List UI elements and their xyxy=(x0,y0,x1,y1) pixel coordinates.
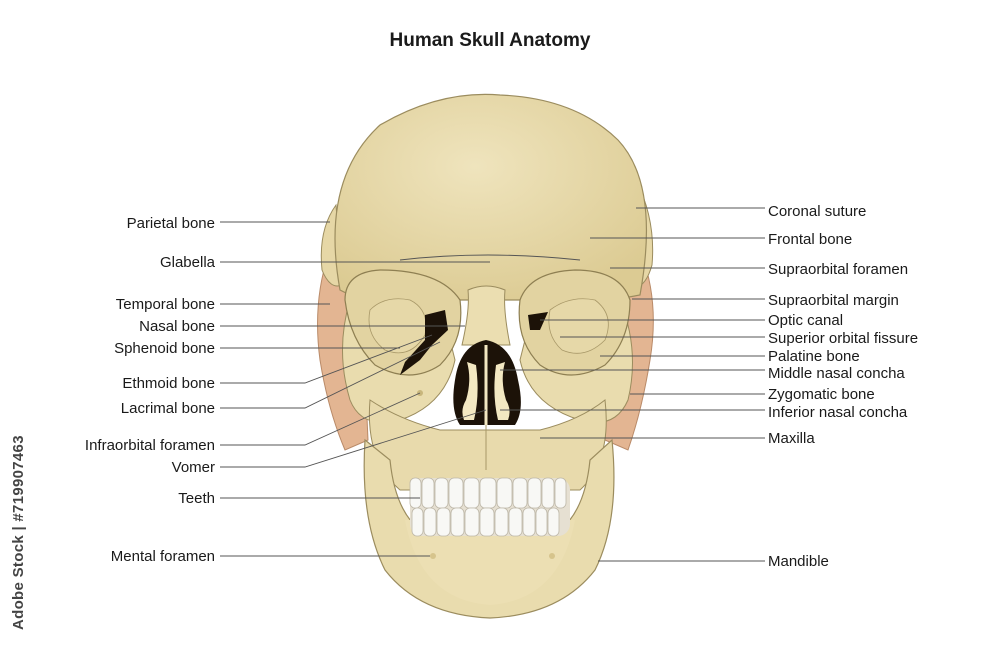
upper-tooth xyxy=(409,477,422,509)
mental-foramen-dot-left xyxy=(430,553,436,559)
label-superior-orbital-fissure: Superior orbital fissure xyxy=(768,330,918,347)
lower-tooth xyxy=(494,507,509,537)
skull-illustration xyxy=(317,93,654,619)
label-mental-foramen: Mental foramen xyxy=(111,548,215,565)
label-glabella: Glabella xyxy=(160,254,216,271)
label-coronal-suture: Coronal suture xyxy=(768,203,866,220)
orbital-fissure-right xyxy=(528,312,548,330)
label-nasal-bone: Nasal bone xyxy=(139,318,215,335)
leader-lines xyxy=(220,207,765,562)
upper-tooth xyxy=(541,477,555,509)
labels-left: Parietal bone Glabella Temporal bone Nas… xyxy=(85,215,216,565)
concha-right xyxy=(494,362,510,420)
label-maxilla: Maxilla xyxy=(768,430,815,447)
lower-tooth xyxy=(423,507,437,537)
lower-tooth xyxy=(450,507,465,537)
teeth-group xyxy=(409,477,570,537)
glabella-ridge xyxy=(399,254,581,261)
upper-tooth xyxy=(448,477,464,509)
label-zygomatic-bone: Zygomatic bone xyxy=(768,386,875,403)
lower-tooth xyxy=(535,507,548,537)
mental-foramen-dot-right xyxy=(549,553,555,559)
chin-shape xyxy=(405,520,575,605)
label-inferior-nasal-concha: Inferior nasal concha xyxy=(768,404,908,421)
label-parietal-bone: Parietal bone xyxy=(127,215,215,232)
upper-tooth xyxy=(463,477,480,509)
label-supraorbital-margin: Supraorbital margin xyxy=(768,292,899,309)
label-middle-nasal-concha: Middle nasal concha xyxy=(768,365,905,382)
upper-tooth xyxy=(421,477,435,509)
lower-tooth xyxy=(508,507,523,537)
label-optic-canal: Optic canal xyxy=(768,312,843,329)
lower-tooth xyxy=(522,507,536,537)
upper-tooth xyxy=(512,477,528,509)
leader-infraorbital xyxy=(220,392,421,446)
label-infraorbital-foramen: Infraorbital foramen xyxy=(85,437,215,454)
label-vomer: Vomer xyxy=(172,459,215,476)
lower-tooth xyxy=(436,507,451,537)
cranium-shape xyxy=(334,93,648,301)
lower-tooth xyxy=(411,507,424,537)
label-supraorbital-foramen: Supraorbital foramen xyxy=(768,261,908,278)
label-lacrimal-bone: Lacrimal bone xyxy=(121,400,215,417)
orbit-right-inner xyxy=(548,298,609,354)
label-teeth: Teeth xyxy=(178,490,215,507)
label-mandible: Mandible xyxy=(768,553,829,570)
upper-tooth xyxy=(527,477,542,509)
upper-tooth xyxy=(496,477,513,509)
upper-tooth xyxy=(554,477,567,509)
label-sphenoid-bone: Sphenoid bone xyxy=(114,340,215,357)
label-frontal-bone: Frontal bone xyxy=(768,231,852,248)
lower-tooth xyxy=(479,507,495,537)
stock-id-watermark: Adobe Stock | #719907463 xyxy=(10,435,27,630)
label-ethmoid-bone: Ethmoid bone xyxy=(122,375,215,392)
upper-tooth xyxy=(434,477,449,509)
label-temporal-bone: Temporal bone xyxy=(116,296,215,313)
label-palatine-bone: Palatine bone xyxy=(768,348,860,365)
lower-tooth xyxy=(464,507,480,537)
leader-ethmoid xyxy=(220,334,433,384)
page-title: Human Skull Anatomy xyxy=(389,30,591,51)
leader-lacrimal xyxy=(220,341,441,409)
leader-vomer xyxy=(220,409,487,468)
labels-right: Coronal suture Frontal bone Supraorbital… xyxy=(768,203,918,570)
lower-tooth xyxy=(547,507,560,537)
upper-tooth xyxy=(479,477,497,509)
nasal-bone-shape xyxy=(461,285,511,346)
concha-left xyxy=(462,362,478,420)
